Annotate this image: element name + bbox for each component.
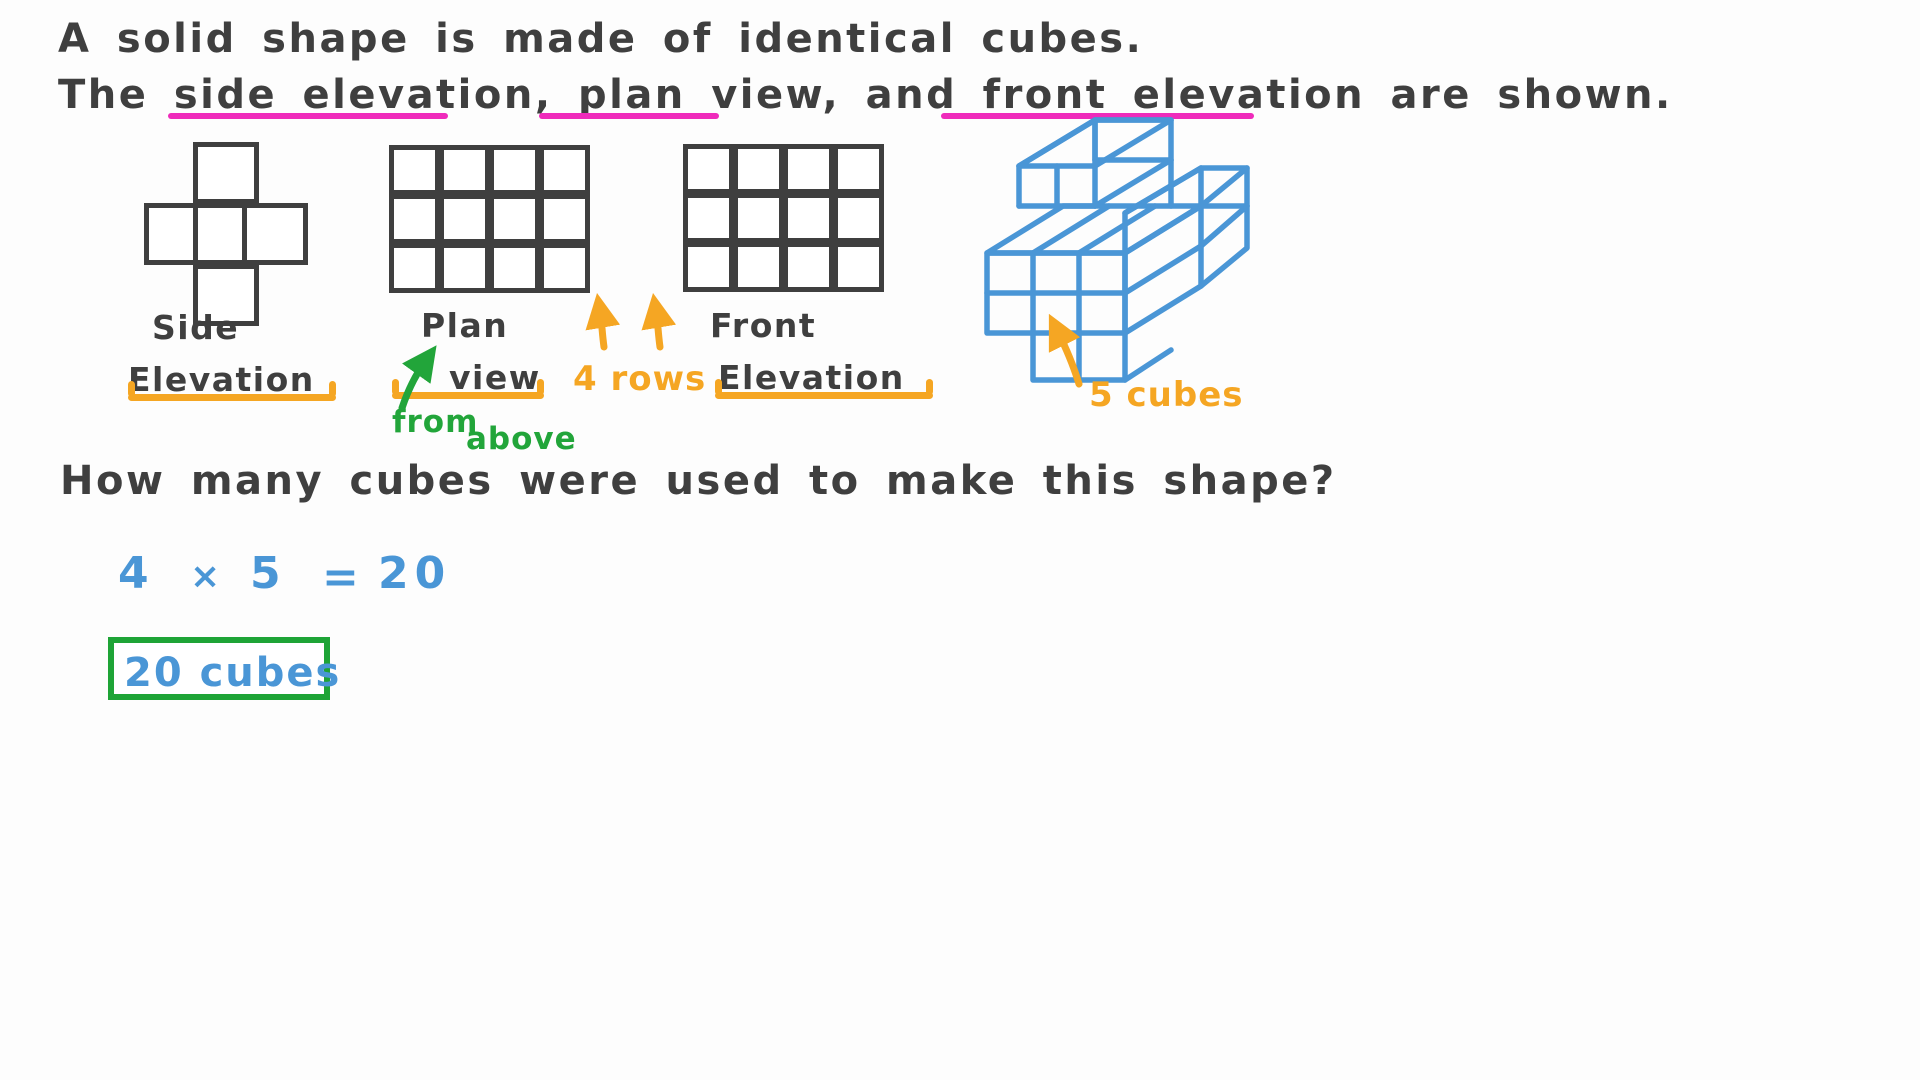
- from-above-arrow-icon: [398, 345, 437, 412]
- plan-view-cell: [539, 243, 590, 293]
- annotation-five-cubes: 5 cubes: [1089, 375, 1244, 415]
- underline-front-elevation: [941, 113, 1254, 119]
- plan-view-cell: [539, 194, 590, 244]
- plan-view-cell: [439, 243, 490, 293]
- final-answer-text: 20 cubes: [124, 650, 342, 696]
- front-elevation-cell: [833, 193, 884, 243]
- figure-side-elevation: [144, 142, 364, 326]
- question-prompt: How many cubes were used to make this sh…: [60, 458, 1337, 504]
- side-elevation-label-line1: Side: [152, 308, 240, 347]
- plan-view-cell: [389, 194, 440, 244]
- working-result: 20: [378, 548, 452, 599]
- plan-view-cell: [489, 145, 540, 195]
- five-cubes-arrow-icon: [1048, 313, 1083, 388]
- plan-view-label-line1: Plan: [421, 306, 509, 345]
- plan-view-cell: [389, 243, 440, 293]
- underline-plan-view: [539, 113, 719, 119]
- annotation-four-rows: 4 rows: [573, 359, 707, 399]
- question-line-2: The side elevation, plan view, and front…: [58, 72, 1673, 118]
- front-elevation-cell: [733, 242, 784, 292]
- four-rows-arrow-left-icon: [585, 293, 621, 351]
- side-elevation-label-line2: Elevation: [128, 360, 315, 399]
- front-elevation-label-line1: Front: [710, 306, 817, 345]
- underline-side-elevation: [168, 113, 448, 119]
- bracket-side-elevation: [128, 381, 336, 414]
- figure-solid-3d: [984, 117, 1250, 383]
- plan-view-cell: [439, 194, 490, 244]
- front-elevation-cell: [683, 144, 734, 194]
- question-line-1: A solid shape is made of identical cubes…: [58, 16, 1144, 62]
- plan-view-label-line2: view: [449, 358, 541, 397]
- front-elevation-cell: [733, 193, 784, 243]
- side-elevation-cell-bottom: [193, 264, 259, 326]
- annotation-above: above: [466, 421, 577, 457]
- four-rows-arrow-right-icon: [641, 293, 677, 351]
- working-equals-sign: =: [322, 552, 365, 603]
- front-elevation-cell: [783, 193, 834, 243]
- front-elevation-cell: [833, 242, 884, 292]
- figure-plan-view: [389, 145, 594, 295]
- front-elevation-cell: [683, 242, 734, 292]
- bracket-front-elevation: [715, 379, 933, 412]
- side-elevation-cell-top: [193, 142, 259, 204]
- plan-view-cell: [389, 145, 440, 195]
- plan-view-cell: [489, 243, 540, 293]
- figure-front-elevation: [683, 144, 888, 294]
- working-operand-b: 5: [250, 548, 287, 599]
- front-elevation-cell: [733, 144, 784, 194]
- working-multiply-sign: ×: [190, 556, 227, 597]
- front-elevation-cell: [783, 144, 834, 194]
- plan-view-cell: [489, 194, 540, 244]
- front-elevation-cell: [833, 144, 884, 194]
- side-elevation-cell-right: [242, 203, 308, 265]
- working-operand-a: 4: [118, 548, 155, 599]
- front-elevation-label-line2: Elevation: [718, 358, 905, 397]
- front-elevation-cell: [683, 193, 734, 243]
- plan-view-cell: [539, 145, 590, 195]
- final-answer-box: [108, 637, 330, 700]
- front-elevation-cell: [783, 242, 834, 292]
- annotation-from: from: [392, 404, 479, 440]
- bracket-plan-view: [392, 379, 544, 412]
- plan-view-cell: [439, 145, 490, 195]
